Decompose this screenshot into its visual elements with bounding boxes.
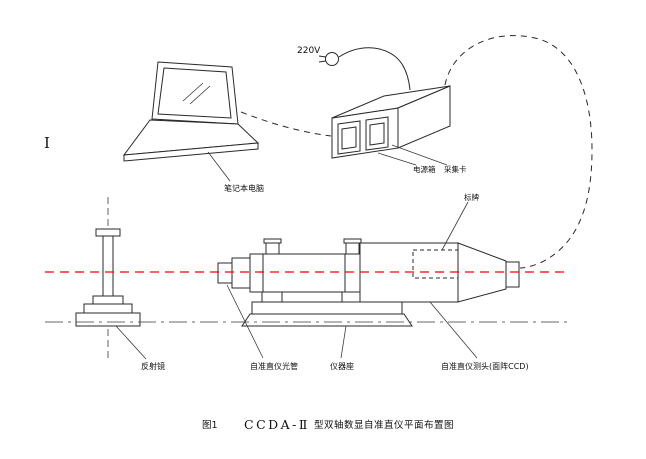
leader-reflector [115, 325, 147, 360]
base-top-plate [251, 301, 403, 315]
leader-nameplate [441, 201, 469, 251]
mirror-stem [102, 235, 114, 297]
card-slot-right-inner [369, 122, 385, 146]
head-end-cap [505, 261, 520, 288]
voltage-label: 220V [297, 46, 321, 56]
label-head: 自准直仪测头(面阵CCD) [441, 361, 529, 371]
leader-base [340, 325, 347, 359]
part-labels: 笔记本电脑 电源箱 采集卡 标牌 反射镜 自准直仪光管 仪器座 自准直仪测头(面… [141, 164, 529, 371]
nameplate-dashed-outline [412, 249, 459, 279]
label-power-box: 电源箱 [413, 164, 436, 174]
leader-head [429, 301, 478, 359]
leader-capture-card [391, 144, 448, 166]
label-tube: 自准直仪光管 [250, 361, 298, 371]
tube-stand [261, 291, 283, 303]
card-slot-left-inner [341, 126, 357, 150]
leader-tube [226, 284, 264, 359]
label-reflector: 反射镜 [141, 361, 165, 371]
base-flange [241, 313, 413, 327]
label-capture-card: 采集卡 [444, 164, 467, 174]
power-box-drawing [331, 85, 451, 159]
label-nameplate: 标牌 [464, 192, 479, 202]
reflector-drawing [75, 197, 141, 360]
mirror-top-cap [95, 228, 121, 237]
mirror-collar [92, 295, 124, 305]
leader-lines [115, 144, 478, 360]
plug-circle [325, 52, 339, 66]
figure-caption: 图1 CCDA-Ⅱ 型双轴数显自准直仪平面布置图 [202, 417, 454, 432]
tube-stand [341, 291, 363, 303]
leader-laptop [207, 151, 231, 182]
tube-end-segment [217, 262, 233, 284]
tube-main-body [249, 253, 361, 293]
caption-figure-number: 图1 [202, 420, 218, 431]
screen-shine-line [182, 82, 204, 102]
clamp-knob-cap [263, 238, 282, 244]
instrument-base-drawing [241, 301, 413, 327]
collimator-tube-drawing [217, 238, 363, 303]
laptop-drawing [122, 61, 260, 162]
tube-mid-segment [231, 257, 251, 289]
plug-prong [318, 60, 327, 63]
caption-model-code: CCDA-Ⅱ [244, 417, 310, 432]
leader-power-box [377, 152, 417, 166]
clamp-knob [345, 242, 360, 255]
plug-prong [318, 55, 327, 58]
box-side-face [397, 85, 451, 149]
caption-title-text: 型双轴数显自准直仪平面布置图 [314, 419, 454, 431]
mirror-base-block [83, 303, 133, 314]
signal-cable-to-head [444, 35, 593, 269]
label-base: 仪器座 [330, 361, 354, 371]
power-cord: 220V [297, 46, 411, 91]
clamp-knob [265, 242, 280, 255]
clamp-knob-cap [343, 238, 362, 244]
mirror-base-plate [75, 312, 141, 327]
laptop-screen-inner [157, 67, 232, 119]
label-laptop: 笔记本电脑 [224, 183, 264, 193]
laptop-to-box-cable [240, 111, 332, 137]
stray-cursor-mark: I [44, 134, 50, 152]
cord-line [338, 47, 411, 91]
laptop-base-front [123, 142, 259, 162]
screen-shine-line [189, 85, 211, 105]
